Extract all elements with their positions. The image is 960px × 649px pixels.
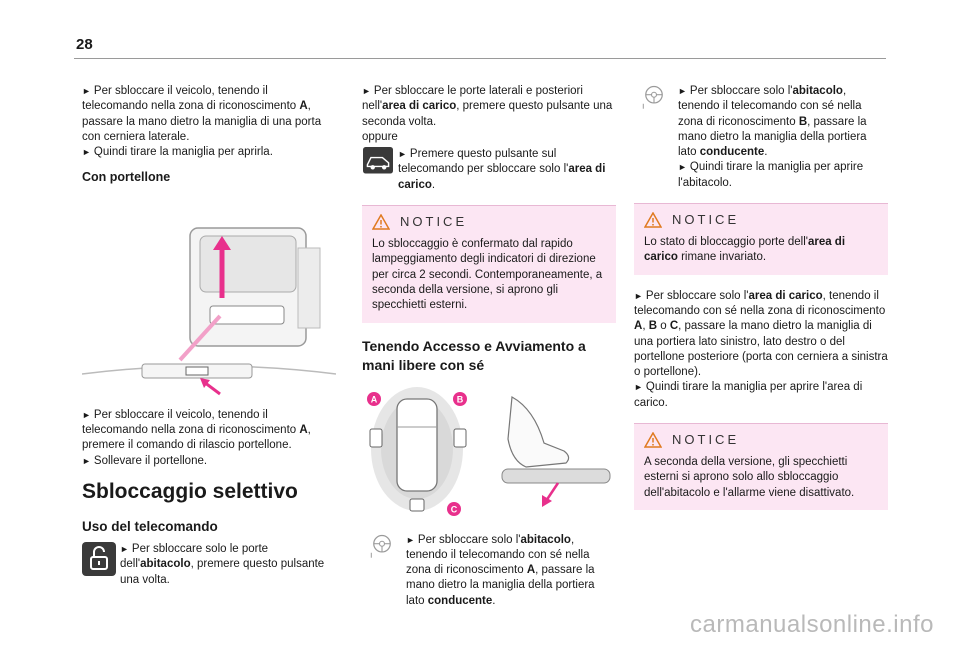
- warning-triangle-icon: [372, 214, 390, 230]
- bullet-arrow: ►: [406, 534, 415, 545]
- bullet-arrow: ►: [398, 149, 407, 160]
- column-3: ►Per sbloccare solo l'abitacolo, tenendo…: [634, 84, 888, 524]
- paragraph-unlock-side-door: ►Per sbloccare il veicolo, tenendo il te…: [82, 85, 322, 159]
- bullet-arrow: ►: [82, 86, 91, 96]
- van-rear-button-icon: [363, 147, 393, 174]
- bullet-arrow: ►: [678, 162, 687, 173]
- notice-title: NOTICE: [672, 212, 740, 228]
- bullet-arrow: ►: [120, 543, 129, 554]
- column-2: ►Per sbloccare le porte laterali e poste…: [362, 84, 616, 609]
- zone-b-cabin-row: ►Per sbloccare solo l'abitacolo, tenendo…: [634, 84, 888, 191]
- paragraph-cargo-button: ►Premere questo pulsante sul telecomando…: [398, 148, 606, 191]
- page-number: 28: [76, 36, 93, 53]
- zone-b-label: B: [457, 394, 464, 404]
- warning-triangle-icon: [644, 212, 662, 228]
- bullet-arrow: ►: [634, 290, 643, 301]
- notice-title: NOTICE: [672, 432, 740, 448]
- bullet-arrow: ►: [634, 382, 643, 393]
- hands-free-zones-illustration: A B C: [367, 386, 611, 516]
- paragraph-unlock-tailgate: ►Per sbloccare il veicolo, tenendo il te…: [82, 408, 311, 467]
- bullet-arrow: ►: [82, 409, 91, 420]
- unlock-padlock-icon: [82, 541, 116, 576]
- paragraph-hands-free-cargo: ►Per sbloccare solo l'area di carico, te…: [634, 289, 888, 409]
- paragraph-unlock-cargo-second-press: ►Per sbloccare le porte laterali e poste…: [362, 85, 613, 143]
- column-1: ►Per sbloccare il veicolo, tenendo il te…: [82, 84, 336, 588]
- tailgate-illustration: [82, 227, 336, 395]
- zone-a-label: A: [371, 394, 378, 404]
- watermark-text: carmanualsonline.info: [690, 611, 934, 638]
- remote-unlock-row: ►Per sbloccare solo le porte dell'abitac…: [82, 541, 336, 588]
- paragraph-hands-free-cabin: ►Per sbloccare solo l'abitacolo, tenendo…: [406, 533, 595, 607]
- notice-text: Lo sbloccaggio è confermato dal rapido l…: [372, 238, 603, 312]
- heading-hands-free: Tenendo Accesso e Avviamento a mani libe…: [362, 337, 586, 373]
- paragraph-zone-b-cabin: ►Per sbloccare solo l'abitacolo, tenendo…: [678, 85, 867, 189]
- notice-text: Lo stato di bloccaggio porte dell'area d…: [644, 236, 846, 264]
- notice-title: NOTICE: [400, 214, 468, 230]
- notice-box-flash: NOTICE Lo sbloccaggio è confermato dal r…: [362, 205, 616, 323]
- zone-c-label: C: [451, 504, 458, 514]
- subheading-tailgate: Con portellone: [82, 170, 171, 185]
- notice-box-cargo-status: NOTICE Lo stato di bloccaggio porte dell…: [634, 203, 888, 275]
- section-title: Sbloccaggio selettivo: [82, 479, 298, 503]
- steering-wheel-icon: [370, 534, 391, 558]
- bullet-arrow: ►: [362, 86, 371, 96]
- cargo-button-row: ►Premere questo pulsante sul telecomando…: [362, 147, 616, 193]
- paragraph-remote-cabin: ►Per sbloccare solo le porte dell'abitac…: [120, 542, 325, 586]
- hands-free-cabin-row: ►Per sbloccare solo l'abitacolo, tenendo…: [362, 533, 616, 609]
- bullet-arrow: ►: [82, 147, 91, 158]
- subsection-title-remote: Uso del telecomando: [82, 518, 218, 534]
- notice-text: A seconda della versione, gli specchiett…: [644, 456, 855, 499]
- warning-triangle-icon: [644, 432, 662, 448]
- bullet-arrow: ►: [82, 455, 91, 466]
- header-rule: [74, 58, 886, 59]
- bullet-arrow: ►: [678, 86, 687, 96]
- notice-box-mirrors: NOTICE A seconda della versione, gli spe…: [634, 423, 888, 510]
- steering-wheel-icon: [642, 85, 663, 109]
